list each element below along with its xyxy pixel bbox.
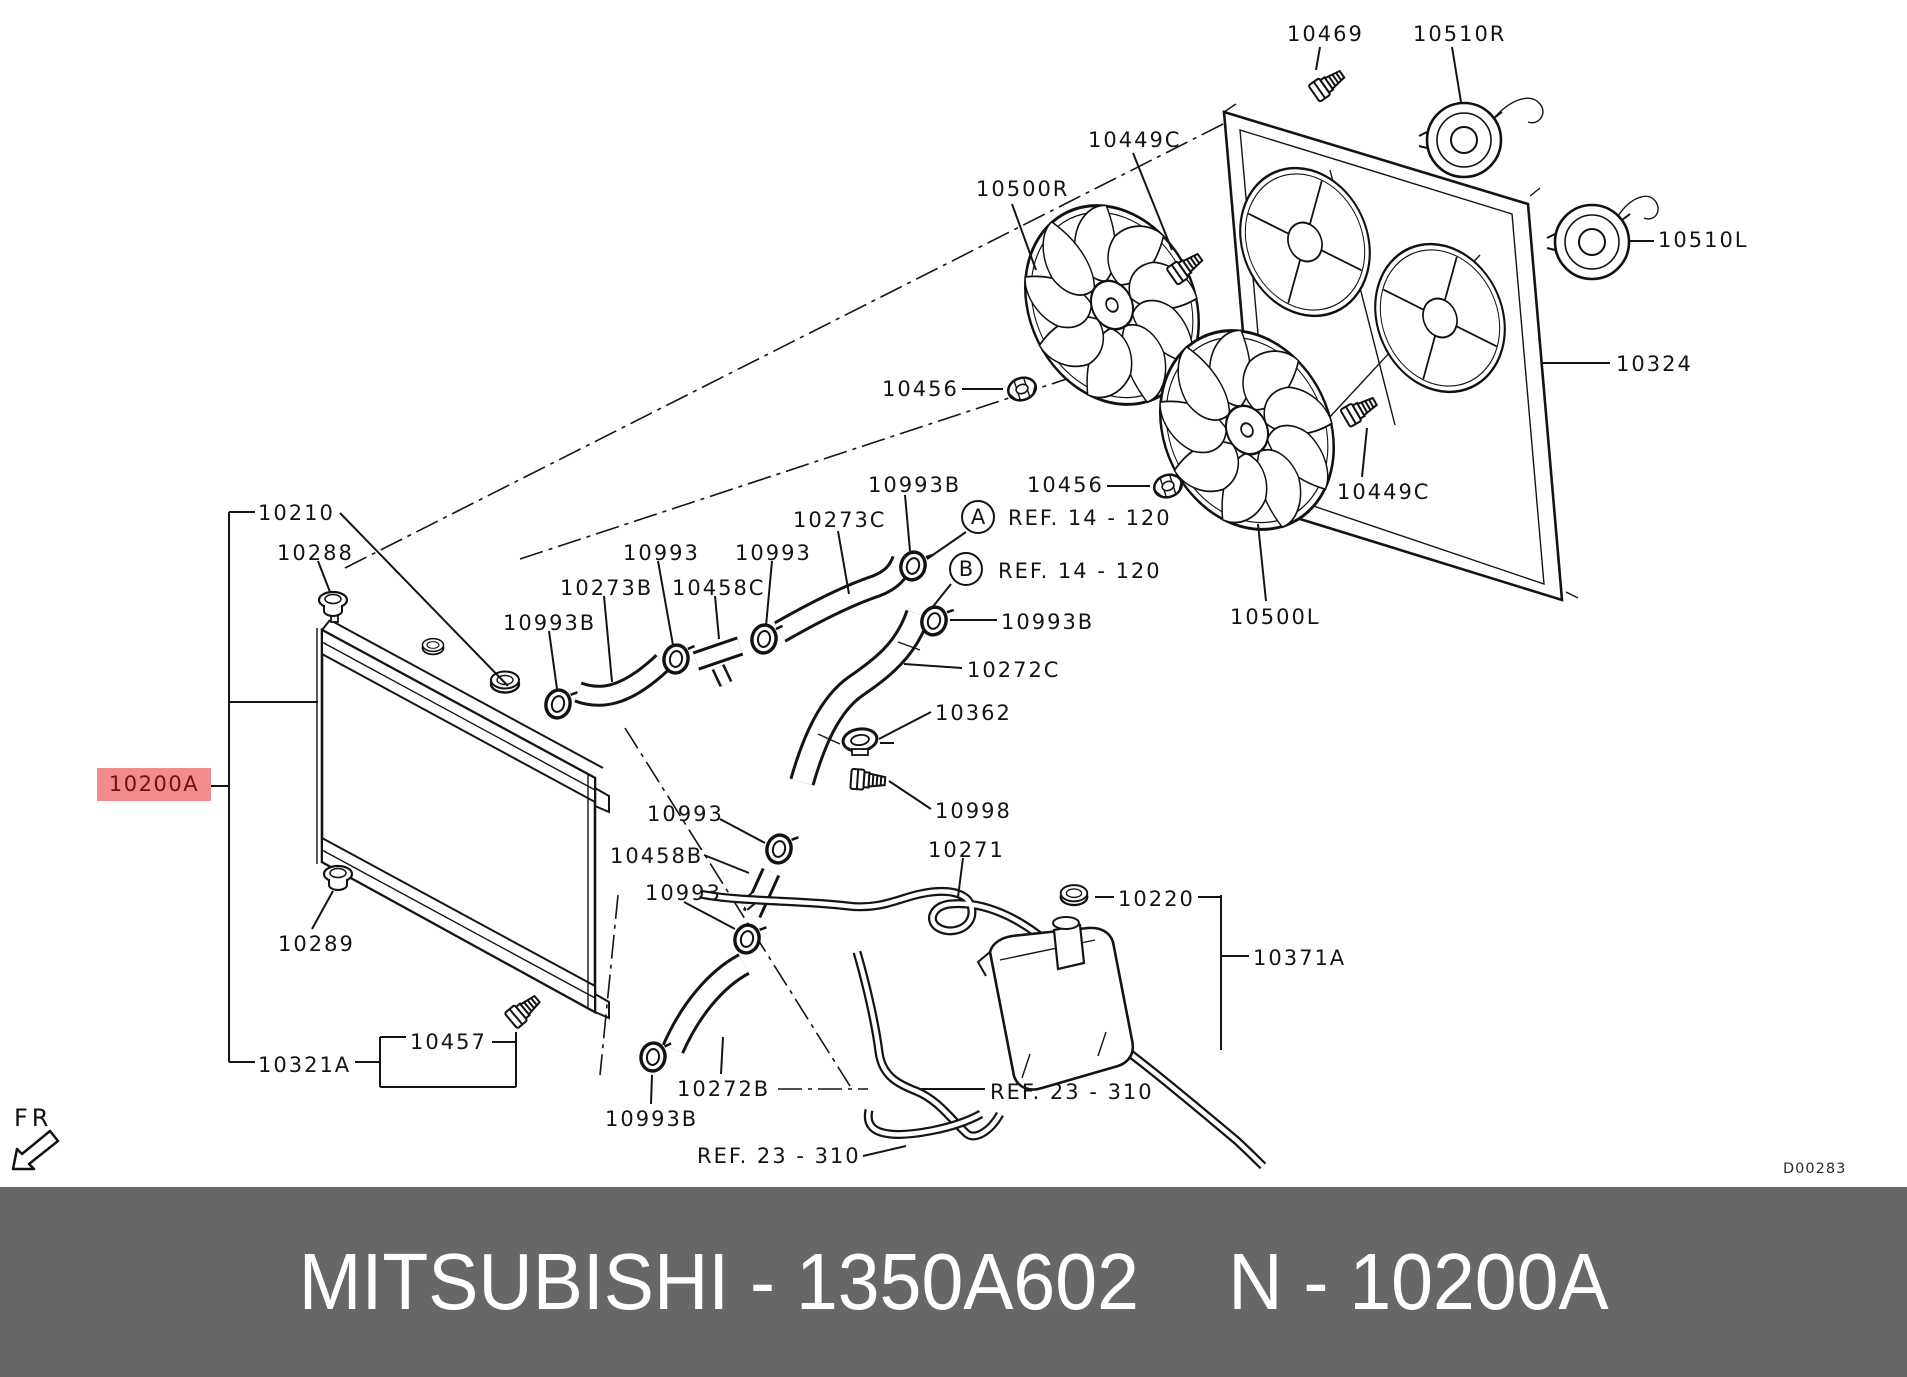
part-label-10371A[interactable]: 10371A — [1253, 946, 1347, 970]
part-label-10449C-1[interactable]: 10449C — [1088, 128, 1182, 152]
part-label-10449C-2[interactable]: 10449C — [1337, 480, 1431, 504]
part-label-10469[interactable]: 10469 — [1287, 22, 1364, 46]
radiator — [316, 603, 610, 1020]
part-label-10456-2[interactable]: 10456 — [1027, 473, 1104, 497]
fan-motor-right — [1417, 97, 1544, 179]
part-label-10200A-highlighted[interactable]: 10200A — [97, 768, 211, 801]
ref-label-23-310-1[interactable]: REF. 23 - 310 — [990, 1080, 1154, 1104]
reservoir-tank — [976, 883, 1135, 1091]
part-label-10271[interactable]: 10271 — [928, 838, 1005, 862]
part-label-10321A[interactable]: 10321A — [258, 1053, 352, 1077]
part-label-10457[interactable]: 10457 — [410, 1030, 487, 1054]
part-label-10272B[interactable]: 10272B — [677, 1077, 771, 1101]
banner-brand-part-number: MITSUBISHI - 1350A602 — [298, 1237, 1139, 1326]
front-direction-arrow — [11, 1129, 60, 1171]
part-label-10993-1[interactable]: 10993 — [623, 541, 700, 565]
part-label-10993-2[interactable]: 10993 — [735, 541, 812, 565]
catalog-banner: MITSUBISHI - 1350A602 N - 10200A — [0, 1187, 1907, 1377]
part-label-10998[interactable]: 10998 — [935, 799, 1012, 823]
part-label-10500R[interactable]: 10500R — [976, 177, 1070, 201]
part-label-10458C[interactable]: 10458C — [672, 576, 766, 600]
front-direction-label: FR — [14, 1104, 53, 1132]
part-label-10288[interactable]: 10288 — [277, 541, 354, 565]
part-label-10993B-1[interactable]: 10993B — [868, 473, 962, 497]
diagram-line-art — [11, 46, 1659, 1171]
part-label-10993-4[interactable]: 10993 — [645, 881, 722, 905]
ref-label-23-310-2[interactable]: REF. 23 - 310 — [697, 1144, 861, 1168]
leader-lines — [208, 46, 1654, 1157]
radiator-hoses — [574, 555, 1267, 1170]
part-label-10993B-2[interactable]: 10993B — [503, 611, 597, 635]
ref-view-a-marker[interactable]: A — [961, 500, 995, 534]
ref-view-b-marker[interactable]: B — [949, 552, 983, 586]
ref-label-14-120-b[interactable]: REF. 14 - 120 — [998, 559, 1162, 583]
diagram-code: D00283 — [1783, 1161, 1847, 1177]
part-label-10362[interactable]: 10362 — [935, 701, 1012, 725]
ref-label-14-120-a[interactable]: REF. 14 - 120 — [1008, 506, 1172, 530]
fan-motor-left — [1545, 195, 1659, 281]
part-label-10993B-4[interactable]: 10993B — [605, 1107, 699, 1131]
part-label-10273C[interactable]: 10273C — [793, 508, 887, 532]
part-label-10210[interactable]: 10210 — [258, 501, 335, 525]
part-label-10272C[interactable]: 10272C — [967, 658, 1061, 682]
part-label-10456-1[interactable]: 10456 — [882, 377, 959, 401]
tube-clip — [841, 727, 879, 756]
part-label-10289[interactable]: 10289 — [278, 932, 355, 956]
part-label-10500L[interactable]: 10500L — [1230, 605, 1321, 629]
part-label-10458B[interactable]: 10458B — [610, 844, 704, 868]
part-label-10993-3[interactable]: 10993 — [647, 802, 724, 826]
part-label-10510L[interactable]: 10510L — [1658, 228, 1749, 252]
part-label-10324[interactable]: 10324 — [1616, 352, 1693, 376]
part-label-10220[interactable]: 10220 — [1118, 887, 1195, 911]
part-label-10273B[interactable]: 10273B — [560, 576, 654, 600]
part-label-10510R[interactable]: 10510R — [1413, 22, 1507, 46]
banner-reference-number: N - 10200A — [1227, 1237, 1609, 1326]
part-label-10993B-3[interactable]: 10993B — [1001, 610, 1095, 634]
banner-text: MITSUBISHI - 1350A602 N - 10200A — [299, 1236, 1609, 1328]
